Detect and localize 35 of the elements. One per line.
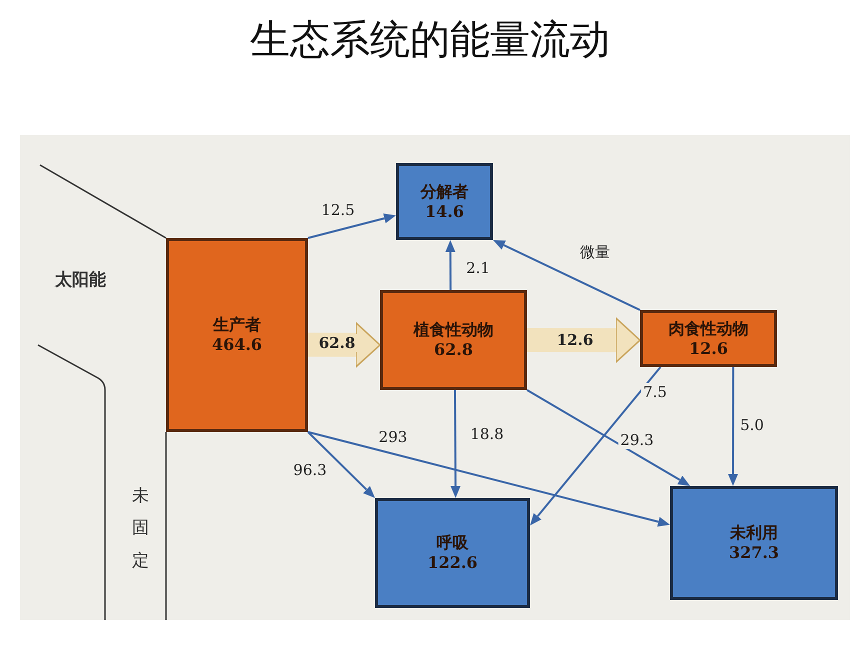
block-arrow: [526, 317, 641, 363]
arrow: [728, 367, 738, 486]
organism-box: [166, 238, 308, 432]
energy-value: 464.6: [212, 335, 262, 355]
arrow: [307, 431, 375, 498]
arrow: [308, 431, 670, 527]
arrow: [530, 366, 662, 526]
energy-box: [375, 498, 530, 608]
organism-box: [380, 290, 527, 390]
energy-value: 62.8: [434, 340, 473, 360]
node-name: 生产者: [213, 315, 261, 335]
arrow: [493, 240, 640, 311]
edge-label: 微量: [578, 243, 612, 261]
arrow: [308, 214, 396, 239]
energy-box: [396, 163, 493, 240]
node-name: 呼吸: [436, 533, 468, 553]
arrow: [450, 390, 461, 498]
edge-label: 62.8: [316, 334, 358, 352]
node-name: 分解者: [420, 182, 468, 202]
edge-label: 29.3: [618, 431, 656, 449]
node-name: 植食性动物: [414, 320, 494, 340]
energy-value: 14.6: [425, 202, 464, 222]
arrow: [526, 389, 690, 486]
label: 未固定: [132, 485, 149, 573]
title: 生态系统的能量流动: [249, 16, 611, 65]
node-name: 未利用: [730, 523, 778, 543]
organism-box: [640, 310, 777, 367]
label: 太阳能: [55, 269, 106, 291]
energy-value: 327.3: [728, 543, 780, 563]
block-arrow: [308, 322, 381, 368]
energy-value: 12.6: [689, 338, 728, 358]
arrow: [445, 240, 456, 290]
node-name: 肉食性动物: [668, 318, 748, 338]
energy-box: [670, 486, 838, 600]
energy-value: 122.6: [427, 553, 478, 573]
